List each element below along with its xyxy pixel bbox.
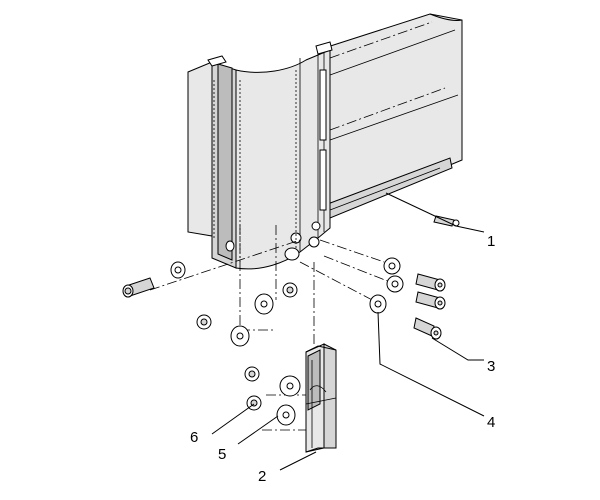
long-panel <box>317 13 463 221</box>
center-washer-lower <box>230 325 250 347</box>
clip-bracket <box>305 343 337 453</box>
right-washer-2 <box>386 275 404 293</box>
right-screw-1 <box>415 273 446 292</box>
callout-5: 5 <box>218 446 226 463</box>
left-screw <box>122 277 155 298</box>
lower-nut-1 <box>244 366 260 382</box>
left-washer <box>170 261 186 279</box>
right-screw-3 <box>413 317 442 340</box>
right-screw-2 <box>415 291 446 310</box>
center-washer-upper <box>254 293 274 315</box>
lower-washer-2 <box>276 404 296 426</box>
lower-washer-1 <box>279 375 301 397</box>
callout-2: 2 <box>258 468 266 485</box>
leader-lines <box>211 192 485 471</box>
center-nut-upper <box>282 282 298 298</box>
assembly-lines <box>149 225 391 431</box>
callout-4: 4 <box>487 414 495 431</box>
callout-1: 1 <box>487 233 495 250</box>
callout-6: 6 <box>190 429 198 446</box>
right-washer-3 <box>369 294 387 314</box>
center-nut-lower <box>196 314 212 330</box>
vertical-post <box>187 41 333 270</box>
callout-3: 3 <box>487 358 495 375</box>
right-washer-1 <box>383 257 401 275</box>
